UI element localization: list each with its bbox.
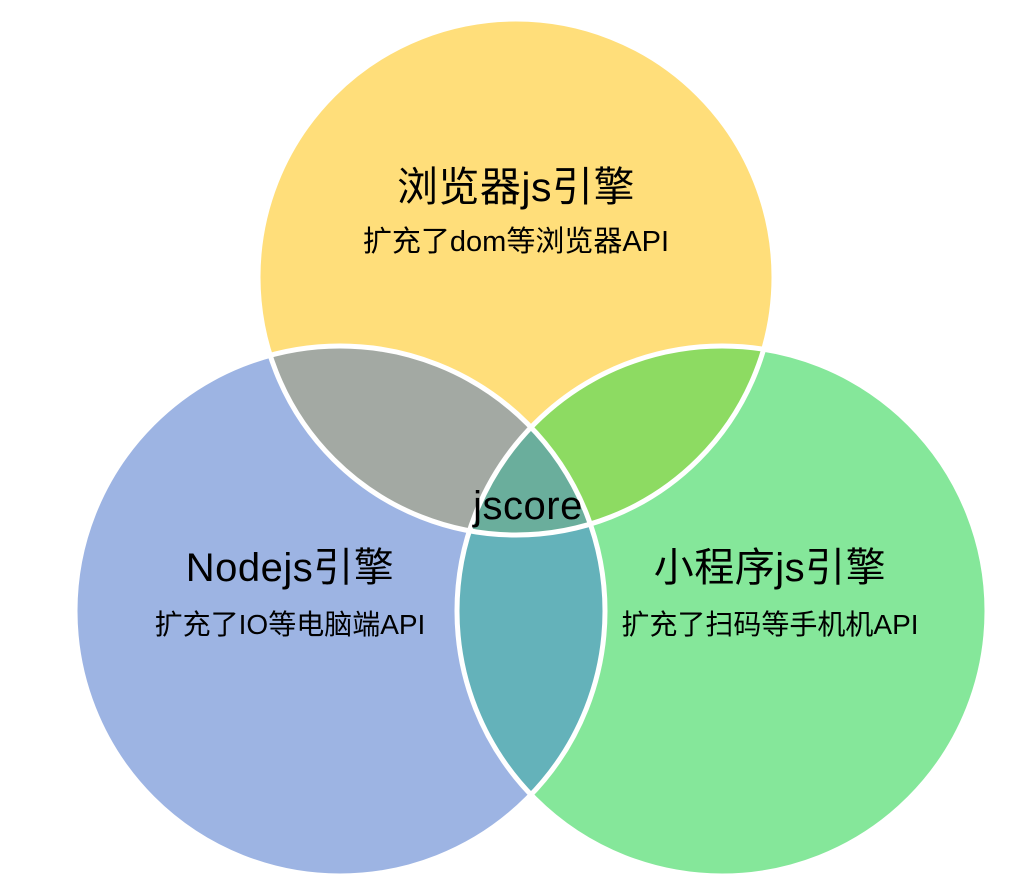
intersection-browser-miniprogram	[457, 346, 774, 535]
circle-browser-outline	[255, 16, 777, 538]
circle-nodejs-outline	[72, 343, 608, 879]
circle-miniprogram-outline	[454, 343, 990, 879]
intersection-browser-nodejs	[258, 346, 605, 535]
